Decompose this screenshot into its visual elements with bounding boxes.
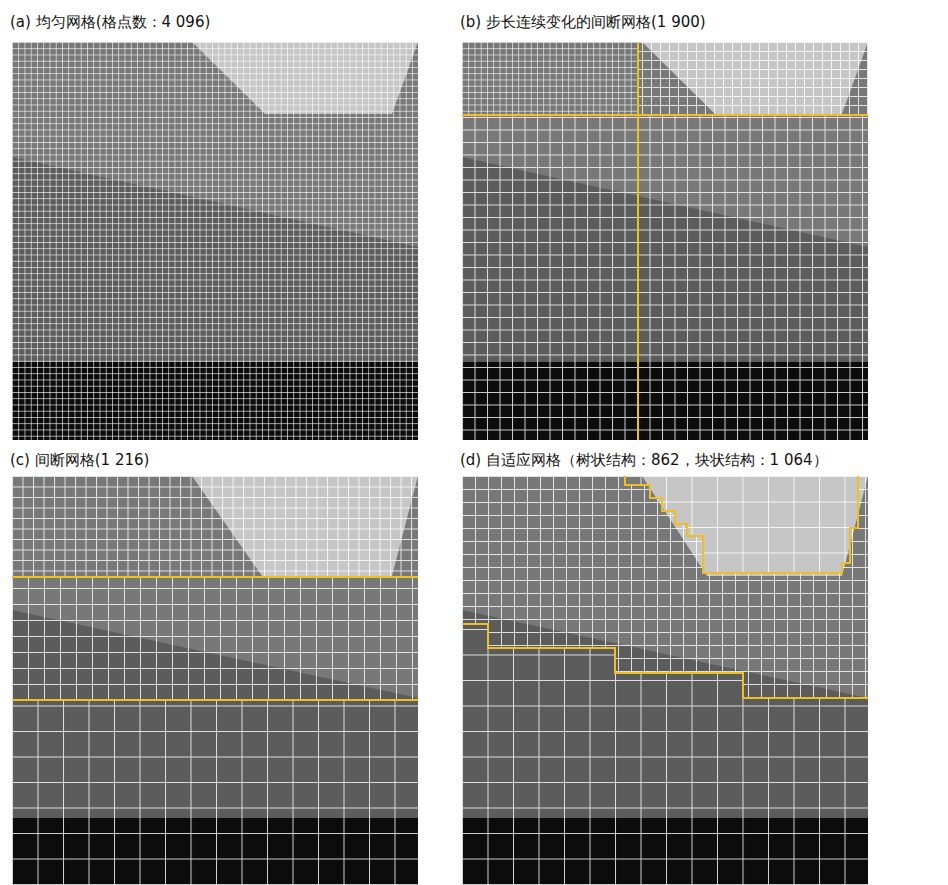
panel-caption: (d) 自适应网格（树状结构：862，块状结构：1 064）	[460, 450, 828, 470]
discontinuous-grid-panel	[12, 476, 418, 885]
panel-caption: (a) 均匀网格(格点数：4 096)	[10, 12, 210, 32]
uniform-grid-panel	[12, 42, 418, 440]
panel-caption: (b) 步长连续变化的间断网格(1 900)	[460, 12, 706, 32]
panel-caption: (c) 间断网格(1 216)	[10, 450, 149, 470]
adaptive-grid-panel	[462, 476, 868, 885]
graded-discontinuous-grid-panel	[462, 42, 868, 440]
